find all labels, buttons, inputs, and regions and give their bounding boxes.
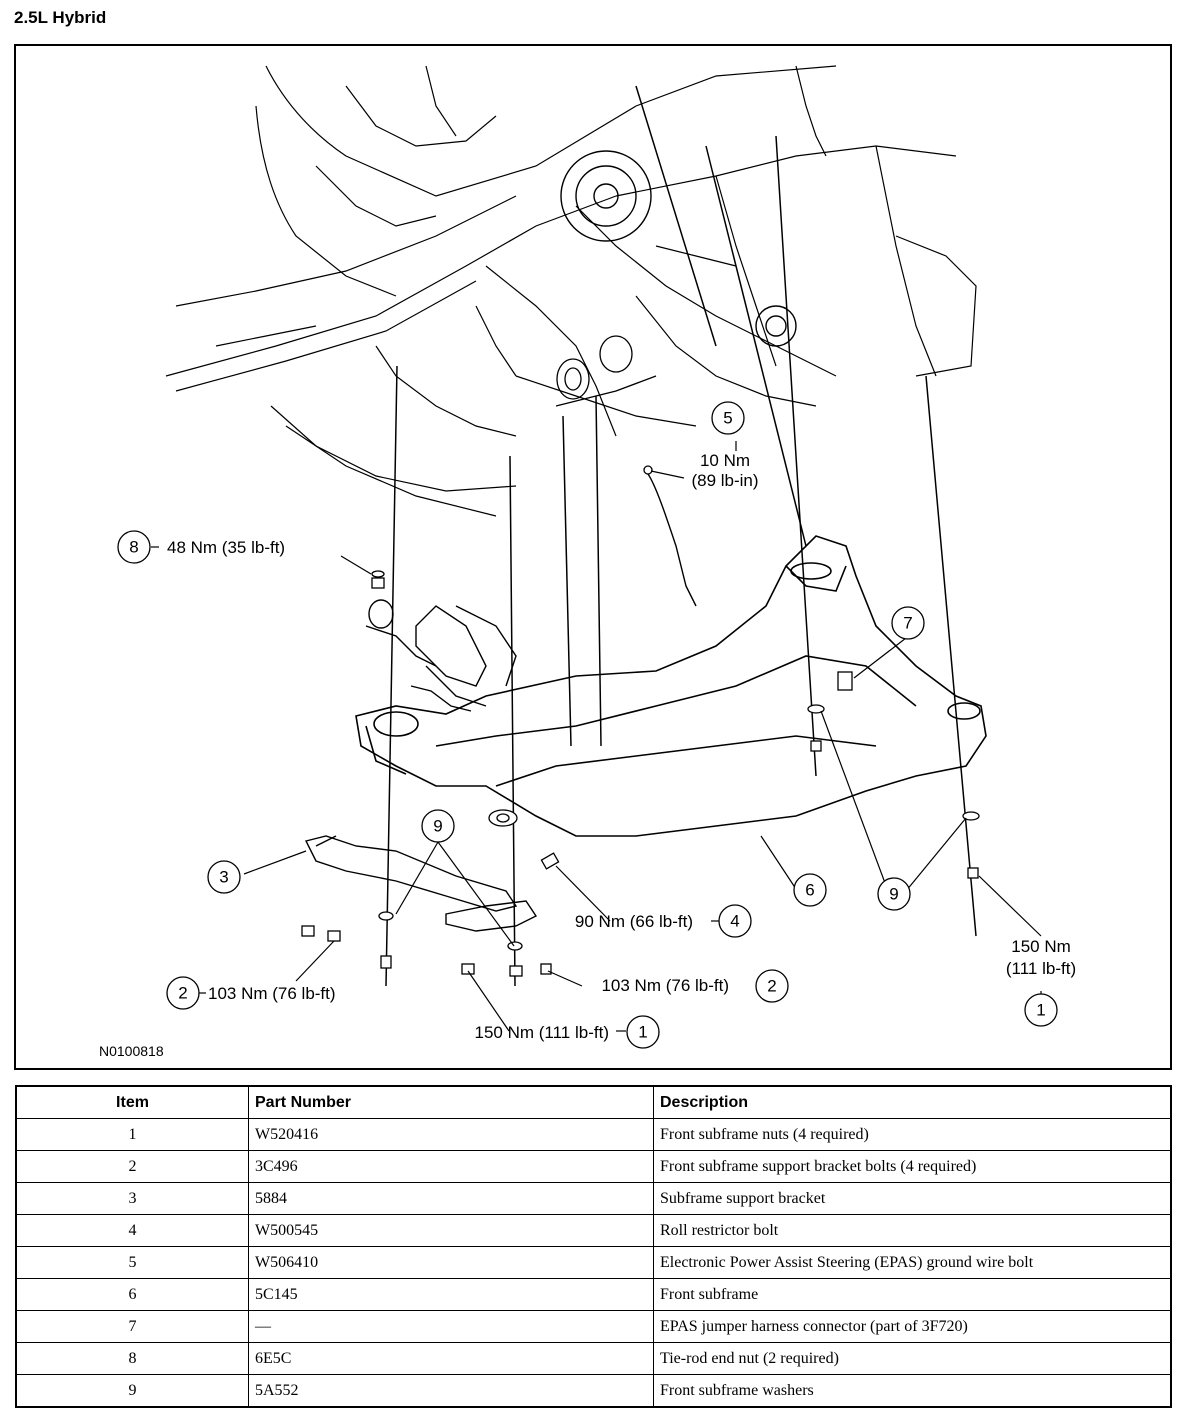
parts-table: Item Part Number Description 1 W520416 F… — [15, 1085, 1172, 1408]
figure-id: N0100818 — [99, 1043, 164, 1059]
callout-9-left-number: 9 — [433, 817, 442, 836]
cell-description: Electronic Power Assist Steering (EPAS) … — [653, 1246, 1172, 1279]
cell-item: 5 — [15, 1246, 249, 1279]
cell-part-number: W520416 — [248, 1118, 654, 1151]
vehicle-body-linework — [165, 65, 977, 517]
torque-label-8: 48 Nm (35 lb-ft) — [167, 538, 285, 557]
callout-5-number: 5 — [723, 409, 732, 428]
cell-item: 2 — [15, 1150, 249, 1183]
steering-gear — [365, 599, 517, 712]
epas-harness-connector — [837, 671, 853, 691]
cell-item: 8 — [15, 1342, 249, 1375]
callout-4-number: 4 — [730, 912, 739, 931]
table-row: 2 3C496 Front subframe support bracket b… — [15, 1150, 1172, 1183]
torque-label-1-bottom: 150 Nm (111 lb-ft) — [475, 1023, 609, 1042]
cell-item: 1 — [15, 1118, 249, 1151]
cell-item: 9 — [15, 1374, 249, 1408]
cell-item: 7 — [15, 1310, 249, 1343]
table-row: 6 5C145 Front subframe — [15, 1278, 1172, 1311]
cell-description: Front subframe nuts (4 required) — [653, 1118, 1172, 1151]
cell-description: Front subframe — [653, 1278, 1172, 1311]
cell-part-number: 5A552 — [248, 1374, 654, 1408]
table-row: 3 5884 Subframe support bracket — [15, 1182, 1172, 1215]
cell-description: Tie-rod end nut (2 required) — [653, 1342, 1172, 1375]
cell-part-number: 6E5C — [248, 1342, 654, 1375]
cell-part-number: W506410 — [248, 1246, 654, 1279]
table-row: 9 5A552 Front subframe washers — [15, 1374, 1172, 1408]
table-row: 4 W500545 Roll restrictor bolt — [15, 1214, 1172, 1247]
column-header-part-number: Part Number — [248, 1085, 654, 1119]
cell-part-number: — — [248, 1310, 654, 1343]
subframe-support-bracket-right — [445, 900, 538, 932]
column-header-description: Description — [653, 1085, 1172, 1119]
column-header-item: Item — [15, 1085, 249, 1119]
page-title: 2.5L Hybrid — [14, 8, 107, 27]
callout-8-number: 8 — [129, 538, 138, 557]
fasteners — [301, 465, 980, 977]
cell-description: Front subframe washers — [653, 1374, 1172, 1408]
epas-ground-wire — [647, 473, 697, 607]
callout-9-right-number: 9 — [889, 885, 898, 904]
cell-part-number: 5C145 — [248, 1278, 654, 1311]
callout-1-right-number: 1 — [1036, 1001, 1045, 1020]
callout-3-number: 3 — [219, 868, 228, 887]
cell-part-number: W500545 — [248, 1214, 654, 1247]
table-row: 1 W520416 Front subframe nuts (4 require… — [15, 1118, 1172, 1151]
roll-restrictor-mount — [555, 335, 657, 407]
subframe-illustration: 1 1 2 2 3 4 5 6 7 8 9 9 150 Nm (111 lb-f… — [99, 65, 1076, 1059]
callout-circles — [117, 401, 1058, 1049]
subframe-support-bracket-left — [304, 835, 518, 912]
callout-1-bottom-number: 1 — [638, 1023, 647, 1042]
torque-label-4: 90 Nm (66 lb-ft) — [575, 912, 693, 931]
cell-part-number: 5884 — [248, 1182, 654, 1215]
engine-pulley — [560, 150, 797, 347]
cell-description: Roll restrictor bolt — [653, 1214, 1172, 1247]
table-row: 5 W506410 Electronic Power Assist Steeri… — [15, 1246, 1172, 1279]
table-row: 7 — EPAS jumper harness connector (part … — [15, 1310, 1172, 1343]
leader-lines — [151, 441, 1042, 1032]
callout-2-left-number: 2 — [178, 984, 187, 1003]
callout-2-right-number: 2 — [767, 977, 776, 996]
stud-alignment-lines — [385, 85, 977, 987]
torque-label-1-right-line1: 150 Nm — [1011, 937, 1071, 956]
callout-7-number: 7 — [903, 614, 912, 633]
torque-label-1-right-line2: (111 lb-ft) — [1006, 959, 1076, 978]
front-subframe — [355, 535, 987, 837]
parts-table-header-row: Item Part Number Description — [15, 1085, 1172, 1119]
cell-item: 4 — [15, 1214, 249, 1247]
cell-description: Front subframe support bracket bolts (4 … — [653, 1150, 1172, 1183]
callout-6-number: 6 — [805, 881, 814, 900]
cell-part-number: 3C496 — [248, 1150, 654, 1183]
torque-label-5-line1: 10 Nm — [700, 451, 750, 470]
cell-item: 3 — [15, 1182, 249, 1215]
torque-label-5-line2: (89 lb-in) — [691, 471, 758, 490]
cell-item: 6 — [15, 1278, 249, 1311]
table-row: 8 6E5C Tie-rod end nut (2 required) — [15, 1342, 1172, 1375]
torque-label-2-left: 103 Nm (76 lb-ft) — [208, 984, 336, 1003]
cell-description: EPAS jumper harness connector (part of 3… — [653, 1310, 1172, 1343]
exploded-view-figure: 1 1 2 2 3 4 5 6 7 8 9 9 150 Nm (111 lb-f… — [14, 44, 1172, 1070]
torque-label-2-right: 103 Nm (76 lb-ft) — [601, 976, 729, 995]
cell-description: Subframe support bracket — [653, 1182, 1172, 1215]
